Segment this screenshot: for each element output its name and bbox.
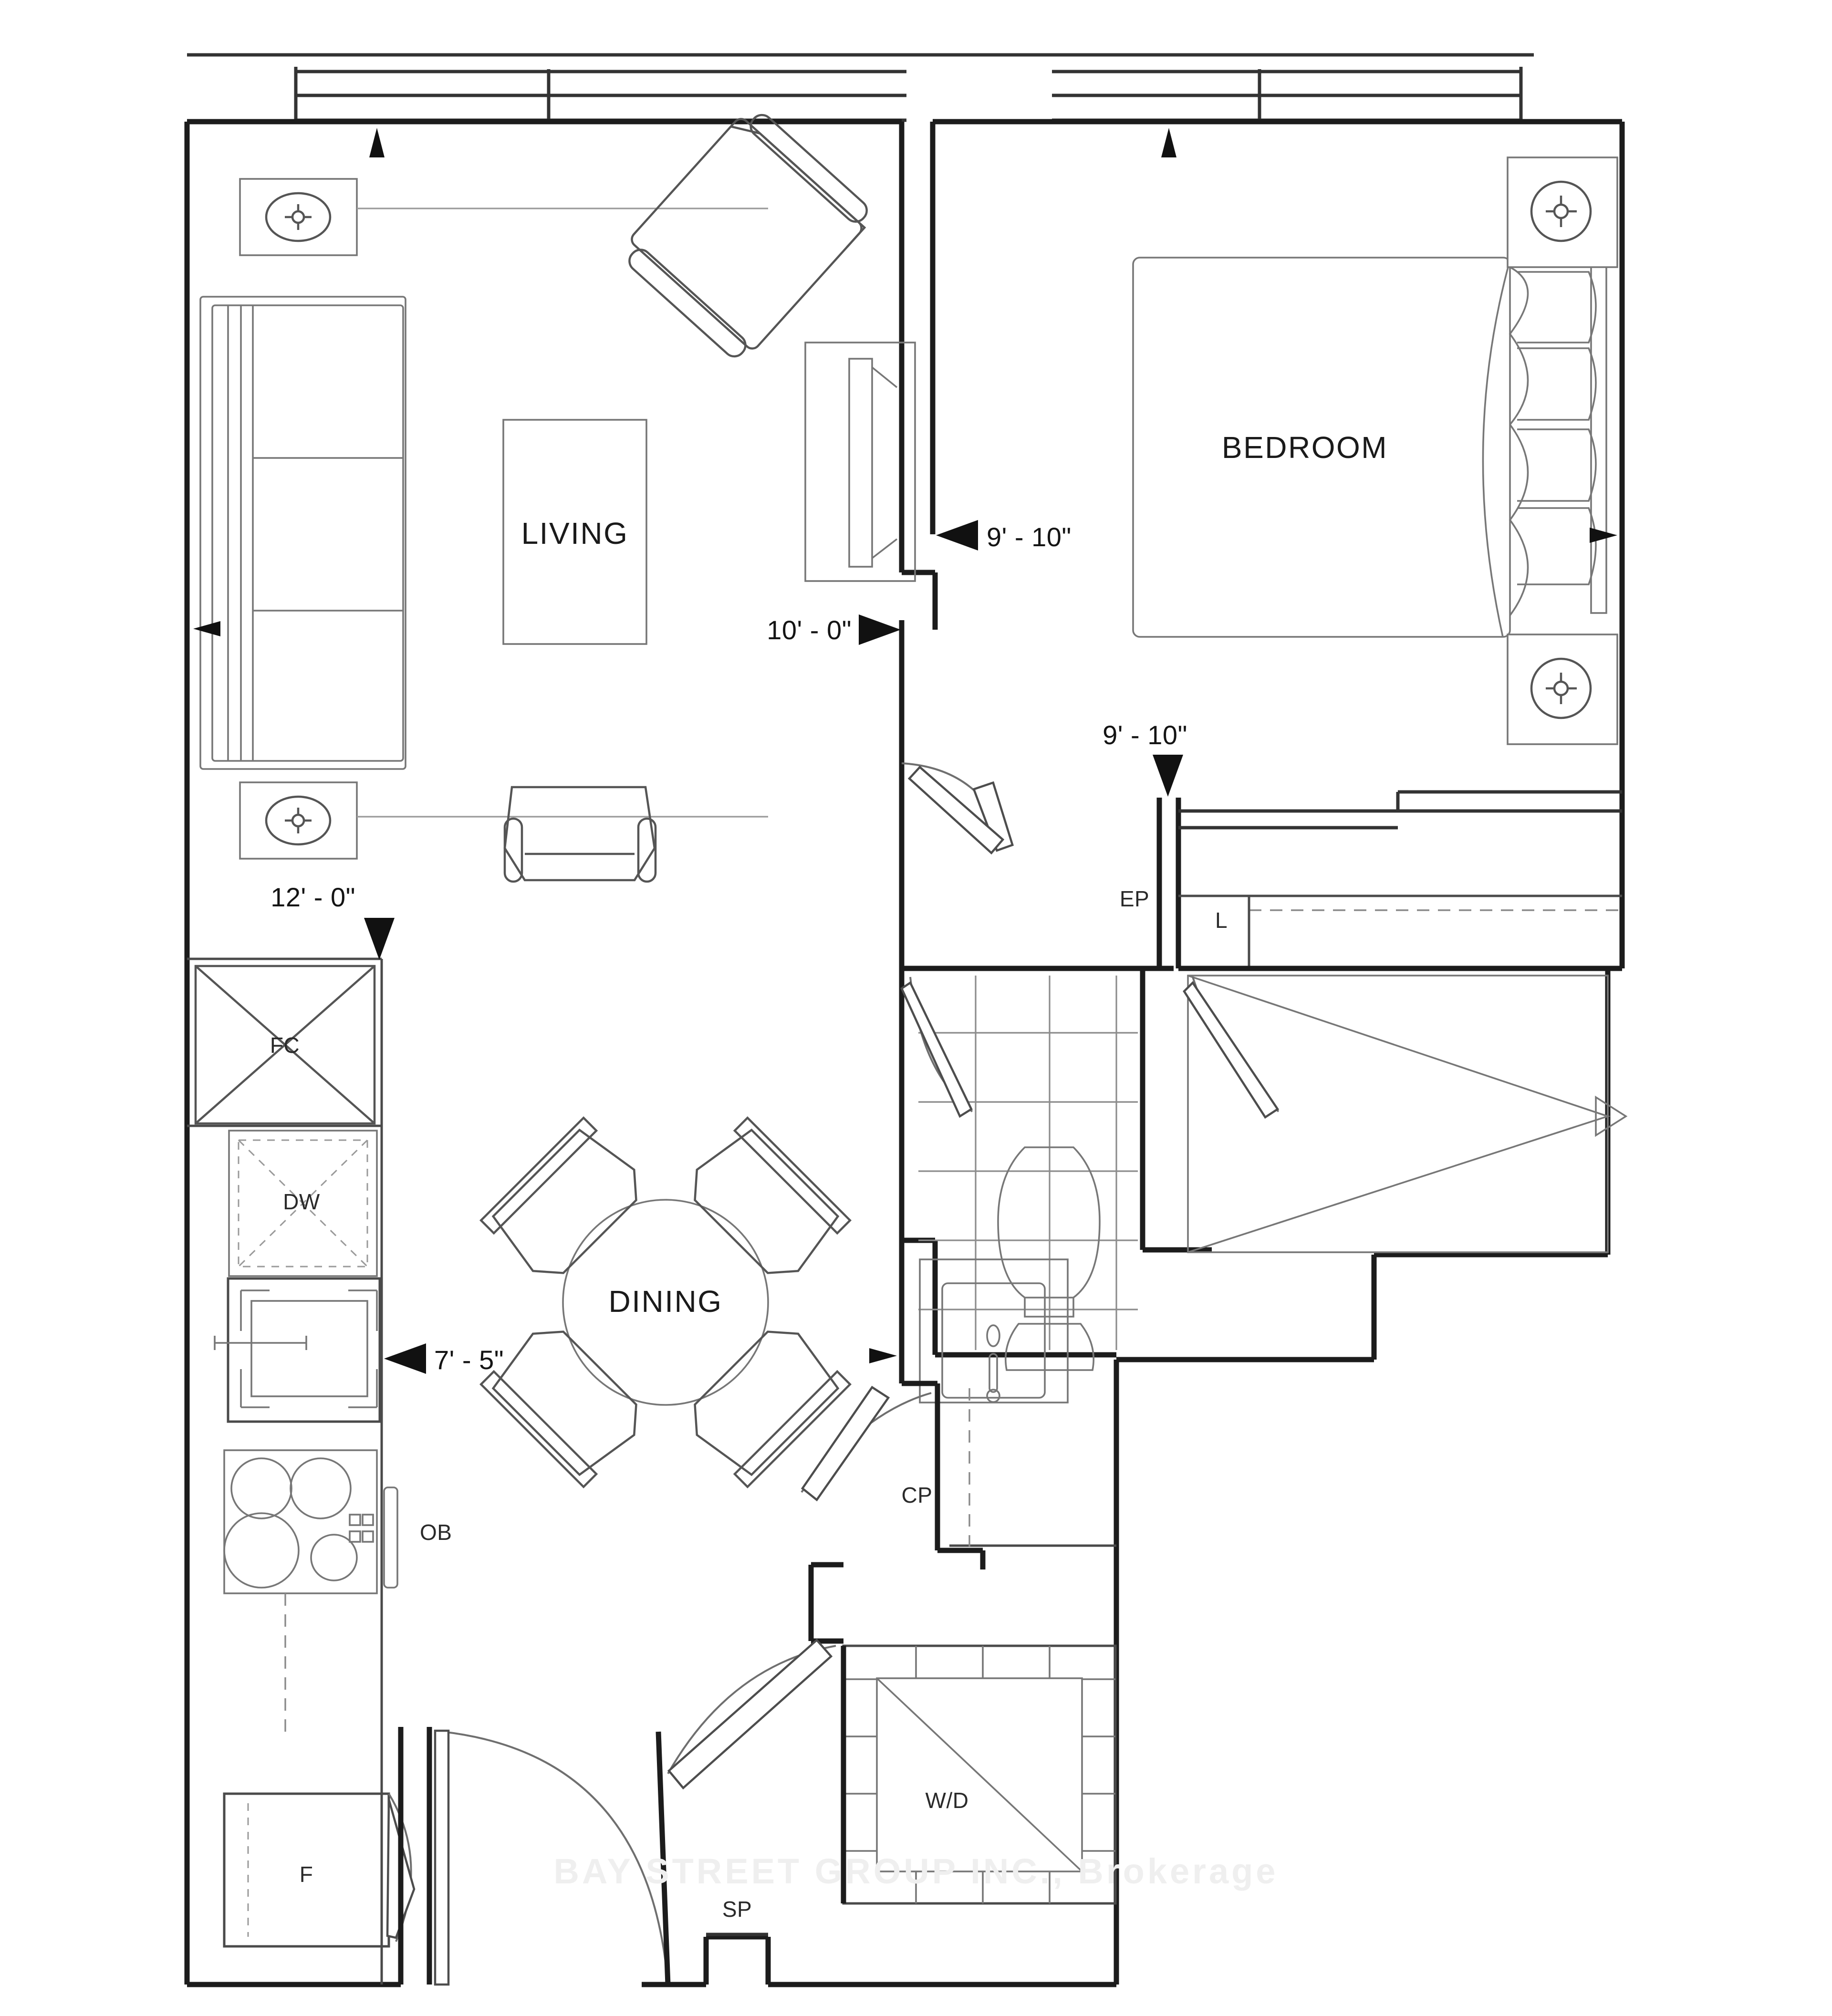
bathroom-tile-grid bbox=[918, 976, 1138, 1350]
bathroom-vanity bbox=[919, 1258, 1069, 1403]
wall-indicator-arrows bbox=[193, 128, 1617, 1363]
kitchen-sink bbox=[214, 1277, 381, 1423]
hall-closet-cp: CP bbox=[801, 1381, 1116, 1569]
dim-living-width: 12' - 0" bbox=[271, 882, 395, 960]
appliance-ob-label: OB bbox=[420, 1520, 452, 1545]
bedroom-door[interactable] bbox=[901, 762, 1014, 855]
armchair-lower bbox=[503, 786, 657, 883]
dim-kitchen-label: 7' - 5" bbox=[434, 1345, 504, 1375]
laundry-door[interactable] bbox=[667, 1638, 836, 1790]
dim-bedroom-depth: 9' - 10" bbox=[1103, 720, 1187, 797]
nightstand-bottom bbox=[1507, 634, 1618, 745]
end-table-bottom bbox=[239, 781, 768, 860]
appliance-l-label: L bbox=[1215, 908, 1228, 933]
closet-door-cp[interactable] bbox=[801, 1385, 932, 1502]
toilet bbox=[997, 1146, 1101, 1371]
nightstand-top bbox=[1507, 156, 1618, 268]
armchair-angled bbox=[628, 114, 868, 358]
end-table-top bbox=[239, 178, 768, 256]
shower-stall bbox=[1143, 966, 1628, 1253]
dim-kitchen: 7' - 5" bbox=[384, 1343, 504, 1375]
appliance-cp-label: CP bbox=[902, 1483, 933, 1507]
living-corridor-walls bbox=[899, 570, 938, 1383]
appliance-dw-label: DW bbox=[283, 1189, 320, 1214]
dim-living-depth-label: 10' - 0" bbox=[767, 615, 852, 645]
dim-bedroom-depth-label: 9' - 10" bbox=[1103, 720, 1187, 750]
room-label-dining: DINING bbox=[609, 1284, 723, 1319]
entry-door[interactable] bbox=[398, 1727, 671, 1986]
dim-living-depth: 10' - 0" bbox=[767, 614, 901, 645]
dining-set bbox=[479, 1116, 852, 1488]
laundry-wd: W/D bbox=[667, 1562, 1117, 1905]
dim-bedroom-width: 9' - 10" bbox=[936, 520, 1072, 552]
appliance-dw: DW bbox=[228, 1130, 378, 1277]
room-label-bedroom: BEDROOM bbox=[1222, 430, 1388, 465]
appliance-fc: FC bbox=[194, 965, 376, 1125]
dim-bedroom-width-label: 9' - 10" bbox=[987, 522, 1072, 552]
appliance-fridge-label: F bbox=[300, 1862, 313, 1887]
appliance-wd-label: W/D bbox=[926, 1788, 969, 1813]
bed bbox=[1132, 257, 1607, 638]
tv-media-unit bbox=[804, 342, 916, 582]
appliance-sp-label: SP bbox=[722, 1897, 752, 1922]
room-label-living: LIVING bbox=[521, 516, 629, 551]
shower-door[interactable] bbox=[1183, 977, 1280, 1119]
exterior-walls bbox=[184, 119, 1625, 1987]
living-area-rug bbox=[502, 419, 647, 645]
bedroom-closet: L EP bbox=[1120, 790, 1622, 968]
living-window-assembly bbox=[187, 53, 1534, 122]
cooktop-ob: OB bbox=[223, 1449, 452, 1594]
appliance-fc-label: FC bbox=[270, 1033, 300, 1058]
service-panel-sp: SP bbox=[706, 1897, 768, 1936]
bathroom bbox=[900, 966, 1212, 1403]
kitchen-counter bbox=[187, 957, 383, 1985]
appliance-ep-label: EP bbox=[1120, 886, 1149, 911]
bathroom-door[interactable] bbox=[900, 977, 973, 1118]
appliance-fridge: F bbox=[223, 1792, 416, 1948]
living-sofa bbox=[199, 296, 406, 770]
dim-living-width-label: 12' - 0" bbox=[271, 882, 355, 912]
bedroom-window-assembly bbox=[1052, 67, 1523, 122]
